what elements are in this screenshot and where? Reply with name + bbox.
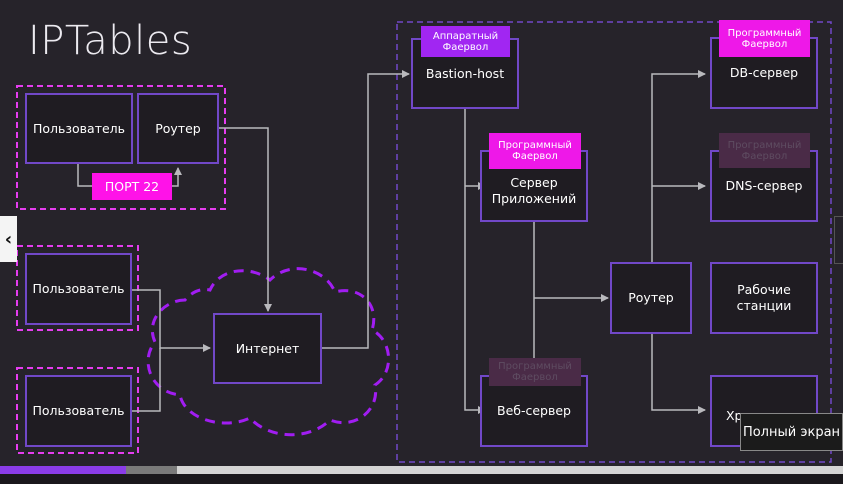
node-user-2: Пользователь [25, 253, 132, 325]
previous-slide-button[interactable]: ‹ [0, 216, 17, 262]
workstations-label: Рабочие станции [736, 282, 792, 313]
progress-played [0, 466, 127, 474]
badge-software-firewall-db: Программный Фаервол [719, 20, 810, 57]
group-datacenter-dashed [396, 21, 832, 463]
badge-software-firewall-app: Программный Фаервол [489, 133, 581, 169]
player-control-bar [0, 474, 843, 484]
badge-software-firewall-dns-label: Программный Фаервол [727, 139, 802, 162]
group-user1-dashed [16, 85, 226, 210]
video-progress-bar[interactable] [0, 466, 843, 474]
node-router-2: Роутер [610, 262, 692, 334]
badge-software-firewall-web: Программный Фаервол [489, 358, 581, 386]
port-22-label: ПОРТ 22 [92, 173, 172, 200]
progress-buffered [126, 466, 178, 474]
badge-hardware-firewall-label: Аппаратный Фаервол [432, 30, 499, 53]
node-user-3: Пользователь [25, 375, 132, 447]
badge-software-firewall-db-label: Программный Фаервол [727, 27, 802, 50]
app-server-label: Сервер Приложений [491, 175, 577, 206]
next-slide-button[interactable] [834, 216, 843, 264]
group-user2-dashed [16, 245, 139, 331]
badge-software-firewall-dns: Программный Фаервол [719, 133, 810, 168]
chevron-left-icon: ‹ [4, 228, 13, 250]
badge-software-firewall-app-label: Программный Фаервол [498, 140, 572, 162]
badge-software-firewall-web-label: Программный Фаервол [498, 361, 572, 383]
node-workstations: Рабочие станции [710, 262, 818, 334]
slide-title: IPTables [28, 18, 193, 64]
badge-hardware-firewall: Аппаратный Фаервол [421, 26, 510, 57]
node-router-1: Роутер [137, 93, 219, 164]
fullscreen-tooltip: Полный экран [740, 413, 843, 451]
node-internet: Интернет [213, 313, 322, 384]
cloud-shape [146, 267, 391, 437]
node-web-server: Веб-сервер [480, 375, 588, 447]
node-user-1: Пользователь [25, 93, 133, 164]
